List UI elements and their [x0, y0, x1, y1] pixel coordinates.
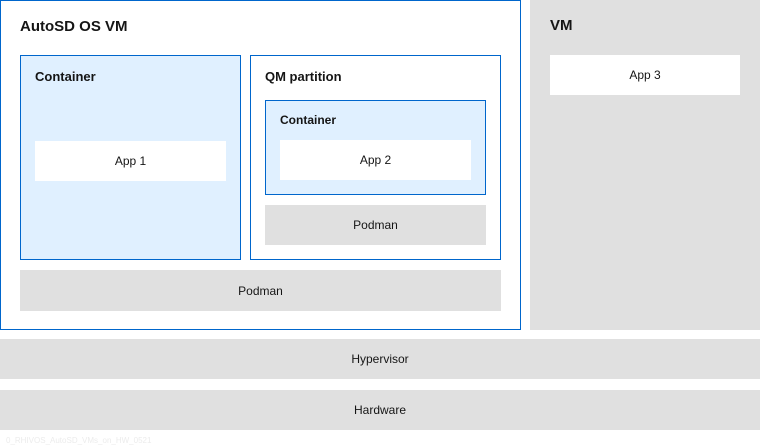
- qm-podman-label: Podman: [353, 218, 398, 232]
- qm-podman-box: Podman: [265, 205, 486, 245]
- vm-box: VM App 3: [530, 0, 760, 330]
- container-box-left: Container App 1: [20, 55, 241, 260]
- autosd-os-vm-box: AutoSD OS VM Container App 1 QM partitio…: [0, 0, 521, 330]
- app-2-label: App 2: [359, 153, 392, 167]
- hardware-box: Hardware: [0, 390, 760, 430]
- container-title-left: Container: [35, 69, 96, 84]
- qm-container-title: Container: [280, 113, 337, 127]
- app-2-box: App 2: [280, 140, 471, 180]
- app-1-box: App 1: [35, 141, 226, 181]
- autosd-podman-label: Podman: [238, 283, 283, 298]
- qm-container-box: Container App 2: [265, 100, 486, 195]
- app-3-box: App 3: [550, 55, 740, 95]
- diagram-id-footnote: 0_RHIVOS_AutoSD_VMs_on_HW_0521: [6, 436, 152, 445]
- qm-partition-box: QM partition Container App 2 Podman: [250, 55, 501, 260]
- hardware-label: Hardware: [353, 403, 407, 417]
- autosd-podman-box: Podman: [20, 270, 501, 311]
- hypervisor-box: Hypervisor: [0, 339, 760, 379]
- autosd-os-vm-title: AutoSD OS VM: [20, 18, 128, 35]
- app-3-label: App 3: [629, 68, 661, 82]
- qm-partition-title: QM partition: [265, 69, 342, 84]
- app-1-label: App 1: [114, 154, 147, 168]
- vm-title: VM: [550, 17, 573, 34]
- hypervisor-label: Hypervisor: [351, 352, 409, 366]
